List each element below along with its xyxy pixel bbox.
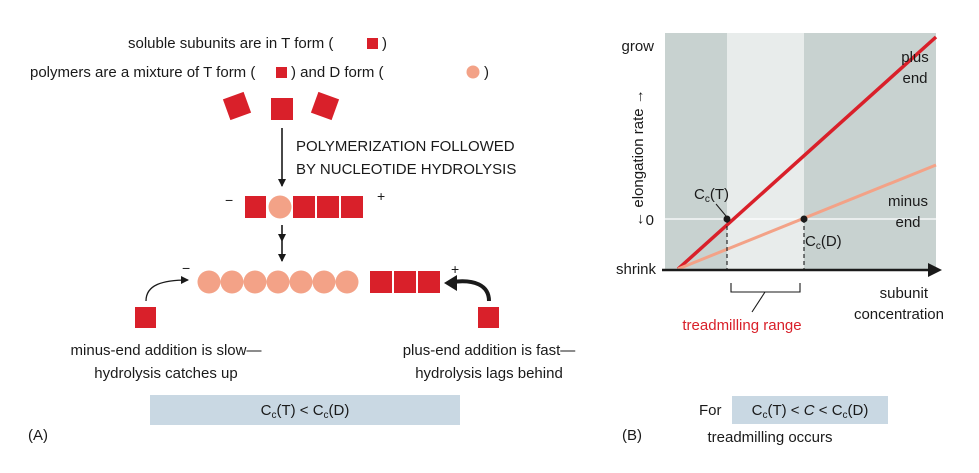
treadmilling-occurs-label: treadmilling occurs [707,429,832,446]
plus-end-sign-2: + [451,261,459,277]
t-subunit [394,271,416,293]
long-polymer: − + [182,260,459,294]
d-subunit [335,270,359,294]
legend-line-1: soluble subunits are in T form ( [128,35,333,52]
d-subunit [243,270,267,294]
d-subunit [268,195,292,219]
y-axis-zero: 0 [646,212,654,229]
plus-end-line [676,35,938,271]
free-subunits [222,91,340,121]
free-subunit [271,98,293,120]
t-subunit [317,196,339,218]
minus-end-label-2: end [895,214,920,231]
free-subunit [222,91,252,121]
legend-line-2-close: ) [484,64,489,81]
step-label-1: POLYMERIZATION FOLLOWED [296,138,515,155]
range-pointer [751,291,766,313]
y-axis-grow: grow [621,38,654,55]
d-subunit [197,270,221,294]
cct-pointer [715,203,727,217]
treadmilling-range-label: treadmilling range [682,317,801,334]
ccd-label: Cc(D) [805,233,842,252]
cct-label: Cc(T) [694,186,729,205]
t-subunit [245,196,266,218]
panel-b: grow 0 shrink ← elongation rate → plus e… [616,33,944,446]
ccd-point [800,215,808,223]
step-label-2: BY NUCLEOTIDE HYDROLYSIS [296,161,516,178]
panel-a: soluble subunits are in T form ( ) polym… [28,35,575,444]
y-axis-label: ← elongation rate → [630,89,647,227]
plus-end-sign: + [377,188,385,204]
incoming-minus-subunit [135,307,156,328]
treadmill-condition-band [732,396,888,424]
minus-end-caption-2: hydrolysis catches up [94,365,237,382]
condition-text: Cc(T) < Cc(D) [261,402,350,421]
d-form-circle-icon [466,65,480,79]
x-axis-arrowhead [928,263,942,277]
t-subunit [370,271,392,293]
x-axis-label-1: subunit [880,285,929,302]
range-bracket [730,283,801,293]
t-subunit [418,271,440,293]
minus-end-sign: − [225,192,233,208]
t-subunit [293,196,315,218]
legend-line-1-close: ) [382,35,387,52]
free-subunit [310,91,340,121]
minus-end-sign-2: − [182,260,190,276]
treadmilling-region [727,33,804,270]
legend-line-2-mid: ) and D form ( [291,64,384,81]
minus-end-caption-1: minus-end addition is slow— [71,342,262,359]
region-below-cct [665,33,727,270]
plus-end-caption-2: hydrolysis lags behind [415,365,563,382]
t-form-square-icon-2 [276,67,287,78]
plus-end-addition-arrow [451,279,491,302]
t-subunit [341,196,363,218]
region-above-ccd [804,33,936,270]
d-subunit [220,270,244,294]
panel-a-label: (A) [28,427,48,444]
y-axis-shrink: shrink [616,261,657,278]
d-subunit [266,270,290,294]
minus-end-addition-arrow [145,276,189,302]
x-axis-label-2: concentration [854,306,944,323]
minus-end-label-1: minus [888,193,928,210]
plus-end-label-2: end [902,70,927,87]
treadmill-condition-text: Cc(T) < C < Cc(D) [752,402,869,421]
plus-end-caption-1: plus-end addition is fast— [403,342,576,359]
t-form-square-icon [367,38,378,49]
plus-end-arrowhead [444,275,457,291]
short-polymer: − + [225,188,385,219]
incoming-plus-subunit [478,307,499,328]
legend-line-2: polymers are a mixture of T form ( [30,64,255,81]
cct-point [723,215,731,223]
condition-band [150,395,460,425]
for-label: For [699,402,722,419]
d-subunit [312,270,336,294]
minus-end-line [677,163,937,271]
d-subunit [289,270,313,294]
panel-b-label: (B) [622,427,642,444]
plus-end-label-1: plus [901,49,929,66]
